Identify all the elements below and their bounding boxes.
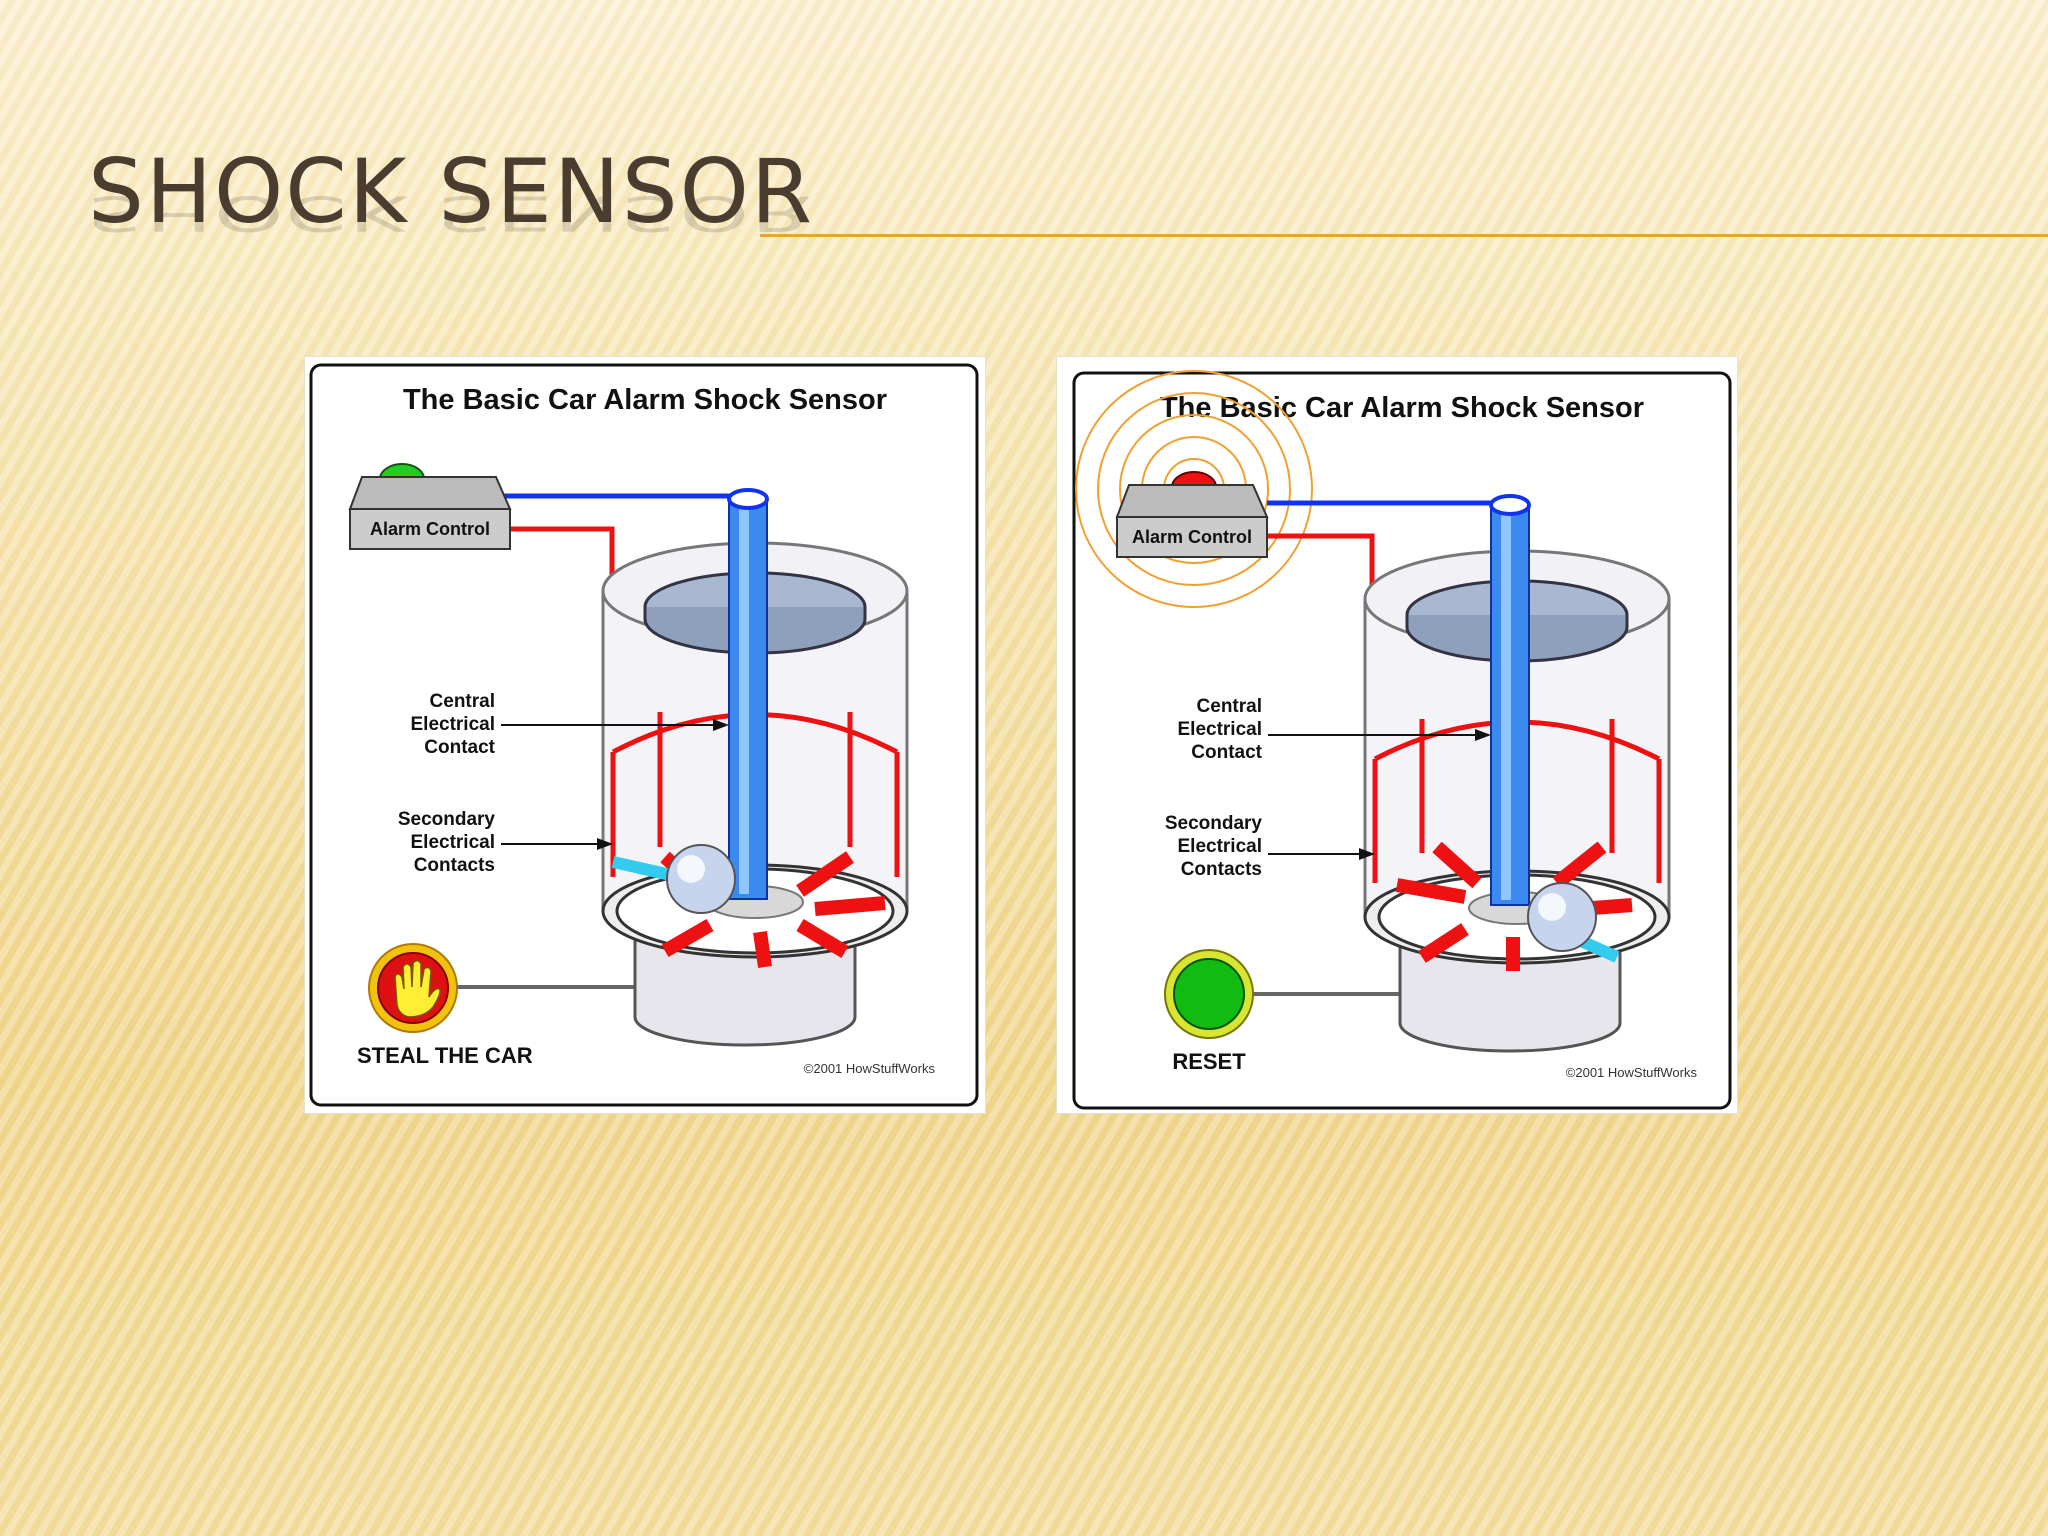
secondary-contacts-label: Secondary Electrical Contacts xyxy=(398,809,613,876)
central-contact-label: Central Electrical Contact xyxy=(411,691,729,758)
secondary-contacts-label: Secondary Electrical Contacts xyxy=(1165,813,1375,880)
slide-title-reflection: SHOCK SENSOR xyxy=(88,184,814,242)
svg-text:Electrical: Electrical xyxy=(411,714,496,735)
alarm-control-box: Alarm Control xyxy=(1115,471,1269,558)
svg-text:Central: Central xyxy=(430,691,495,712)
svg-text:Central: Central xyxy=(1197,696,1262,717)
panel-title: The Basic Car Alarm Shock Sensor xyxy=(403,384,887,416)
svg-text:Secondary: Secondary xyxy=(1165,813,1263,834)
central-contact-rod xyxy=(1489,494,1531,906)
svg-text:Electrical: Electrical xyxy=(1178,719,1263,740)
central-contact-rod xyxy=(727,488,769,900)
panel-title: The Basic Car Alarm Shock Sensor xyxy=(1160,392,1644,424)
steel-ball xyxy=(1527,882,1597,952)
svg-text:Contact: Contact xyxy=(424,737,495,758)
copyright-text: ©2001 HowStuffWorks xyxy=(1566,1065,1698,1080)
slide-title: SHOCK SENSOR xyxy=(88,140,814,243)
title-underline xyxy=(760,234,2048,237)
reset-button[interactable] xyxy=(1164,949,1254,1039)
green-circle-button-icon xyxy=(1173,958,1245,1030)
alarm-control-label: Alarm Control xyxy=(1132,527,1252,547)
reset-label: RESET xyxy=(1172,1049,1246,1074)
alarm-control-label: Alarm Control xyxy=(370,519,490,539)
central-contact-label: Central Electrical Contact xyxy=(1178,696,1491,763)
diagram-panel-reset: The Basic Car Alarm Shock Sensor Alarm C… xyxy=(1057,357,1737,1113)
shock-sensor-diagram-2: The Basic Car Alarm Shock Sensor Alarm C… xyxy=(1072,370,1732,1110)
steal-the-car-button[interactable] xyxy=(368,943,458,1033)
copyright-text: ©2001 HowStuffWorks xyxy=(804,1061,936,1076)
hand-stop-icon xyxy=(394,960,441,1018)
svg-text:Contacts: Contacts xyxy=(414,855,495,876)
svg-text:Electrical: Electrical xyxy=(411,832,496,853)
diagram-panel-steal: The Basic Car Alarm Shock Sensor Alarm C… xyxy=(305,357,985,1113)
steal-the-car-label: STEAL THE CAR xyxy=(357,1043,533,1068)
shock-sensor-diagram-1: The Basic Car Alarm Shock Sensor Alarm C… xyxy=(309,363,979,1107)
svg-text:Contact: Contact xyxy=(1191,742,1262,763)
svg-text:Contacts: Contacts xyxy=(1181,859,1262,880)
svg-text:Secondary: Secondary xyxy=(398,809,496,830)
alarm-control-box: Alarm Control xyxy=(348,463,512,550)
steel-ball xyxy=(666,844,736,914)
svg-text:Electrical: Electrical xyxy=(1178,836,1263,857)
